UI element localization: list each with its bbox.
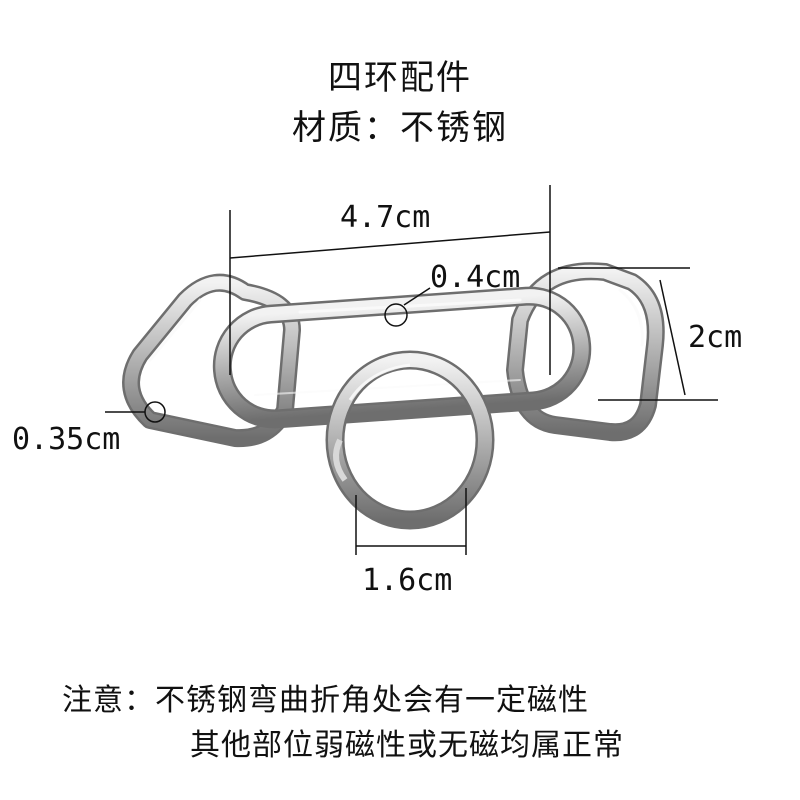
- length-dimension: 4.7cm: [340, 200, 431, 235]
- ring-diameter-dimension: 1.6cm: [362, 563, 453, 598]
- note-line-2: 其他部位弱磁性或无磁均属正常: [190, 728, 624, 763]
- product-title: 四环配件: [328, 58, 472, 98]
- wire-thickness-dimension: 0.4cm: [430, 260, 521, 295]
- round-ring: [325, 350, 495, 530]
- oval-link: [212, 286, 592, 429]
- note-line-1: 注意：不锈钢弯曲折角处会有一定磁性: [62, 683, 589, 718]
- height-dimension: 2cm: [688, 320, 743, 355]
- d-ring-thickness-dimension: 0.35cm: [12, 422, 121, 457]
- material-label: 材质：不锈钢: [292, 108, 508, 148]
- dimension-lines: [105, 185, 718, 555]
